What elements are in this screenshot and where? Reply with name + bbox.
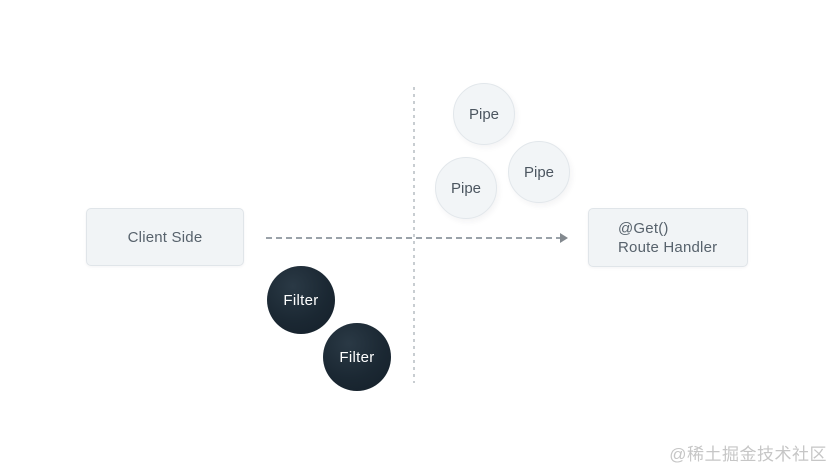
filter-node: Filter bbox=[323, 323, 391, 391]
watermark: @稀土掘金技术社区 bbox=[669, 445, 827, 464]
pipe-label: Pipe bbox=[468, 105, 500, 123]
pipe-label: Pipe bbox=[523, 163, 555, 181]
route-handler-label: Route Handler bbox=[618, 238, 718, 256]
client-side-label: Client Side bbox=[127, 228, 203, 246]
boundary-divider-line bbox=[413, 87, 415, 383]
pipe-node: Pipe bbox=[508, 141, 570, 203]
arrowhead-icon bbox=[560, 233, 568, 243]
pipe-node: Pipe bbox=[435, 157, 497, 219]
route-decorator-label: @Get() bbox=[618, 219, 669, 237]
filter-label: Filter bbox=[283, 291, 319, 309]
pipe-node: Pipe bbox=[453, 83, 515, 145]
filter-node: Filter bbox=[267, 266, 335, 334]
request-flow-arrow bbox=[266, 237, 560, 239]
pipe-label: Pipe bbox=[450, 179, 482, 197]
filter-label: Filter bbox=[339, 348, 375, 366]
client-side-node: Client Side bbox=[86, 208, 244, 266]
route-handler-node: @Get() Route Handler bbox=[588, 208, 748, 267]
